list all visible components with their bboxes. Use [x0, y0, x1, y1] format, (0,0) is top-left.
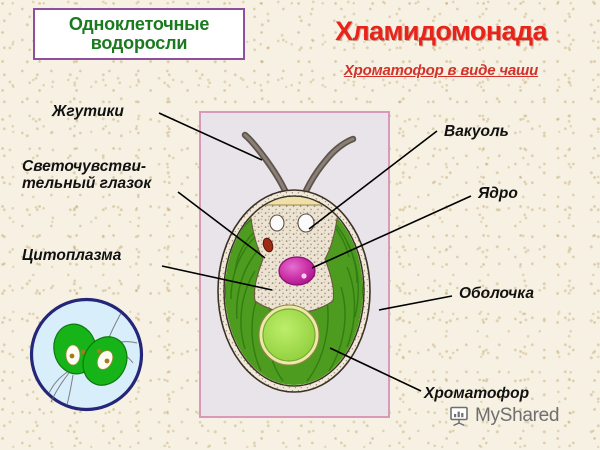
chlamydomonas-diagram [217, 131, 371, 393]
inset-cell-2 [82, 336, 128, 386]
header-badge: Одноклеточные водоросли [33, 8, 245, 60]
label-nucleus: Ядро [478, 185, 518, 202]
cell-diagram-frame [199, 111, 390, 418]
label-vacuole: Вакуоль [444, 123, 509, 140]
vacuole-left [269, 214, 285, 232]
nucleolus [301, 273, 307, 279]
label-flagella: Жгутики [52, 103, 124, 120]
watermark: MyShared [449, 405, 560, 427]
page-title: Хламидомонада [335, 16, 547, 46]
label-cytoplasm: Цитоплазма [22, 247, 122, 264]
label-eyespot: Светочувстви- тельный глазок [22, 158, 152, 193]
presentation-chart-icon [450, 406, 468, 426]
microscope-view-inset [29, 297, 144, 412]
header-badge-title: Одноклеточные водоросли [68, 13, 210, 53]
pyrenoid [262, 308, 316, 362]
vacuole-right [297, 213, 315, 233]
label-membrane: Оболочка [459, 285, 534, 302]
watermark-text: MyShared [475, 405, 560, 426]
label-chromatophore: Хроматофор [424, 385, 530, 402]
nucleus [278, 256, 316, 286]
page-subtitle: Хроматофор в виде чаши [343, 62, 539, 79]
cell-boundary [223, 195, 365, 387]
